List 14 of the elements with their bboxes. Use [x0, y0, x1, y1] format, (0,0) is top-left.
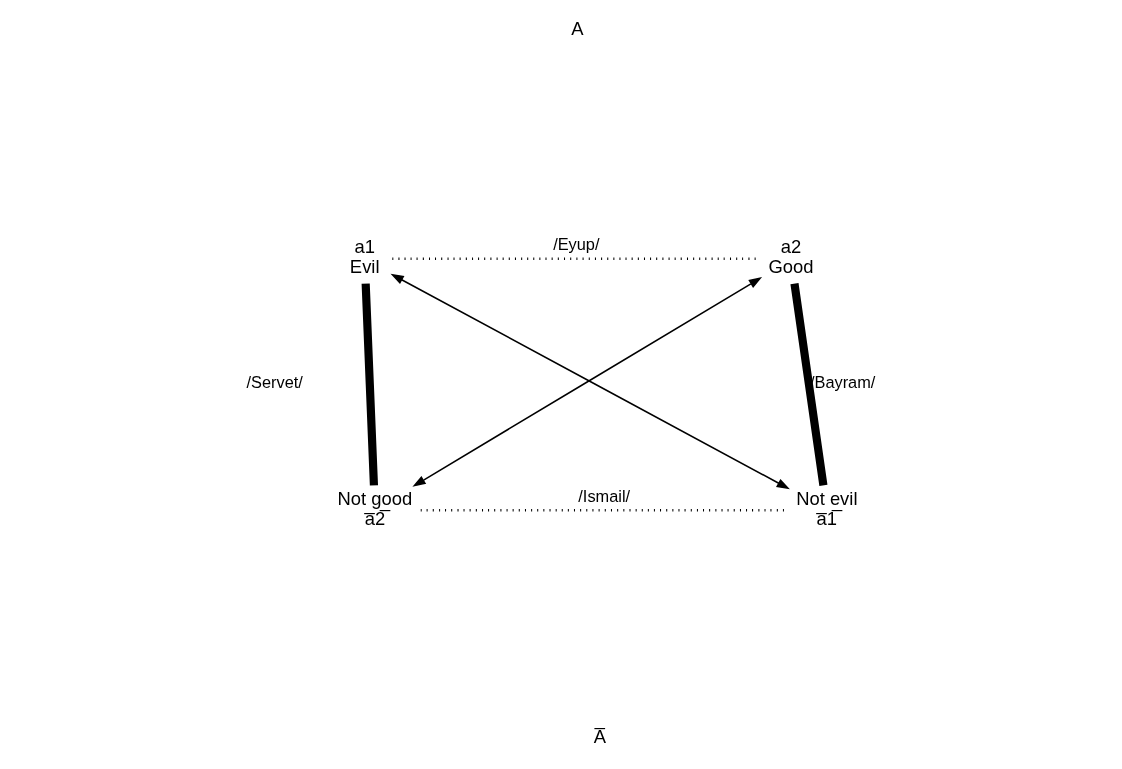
edge-label: /Bayram/ [809, 373, 876, 392]
label: A̅ [593, 725, 606, 747]
node-text: a2 Good [768, 236, 814, 278]
connector [790, 283, 828, 486]
edge-label: /Servet/ [246, 373, 303, 392]
node-text: Not evil a̅1̅ [796, 487, 858, 529]
edge-label: /Eyup/ [553, 235, 600, 254]
node-text: a1 Evil [349, 236, 380, 278]
node-text: Not good a̅2̅ [337, 487, 413, 529]
arrow [412, 277, 763, 487]
connector [361, 283, 379, 486]
label: A [571, 18, 584, 40]
arrow [390, 273, 790, 490]
edge-label: /Ismail/ [578, 486, 631, 505]
